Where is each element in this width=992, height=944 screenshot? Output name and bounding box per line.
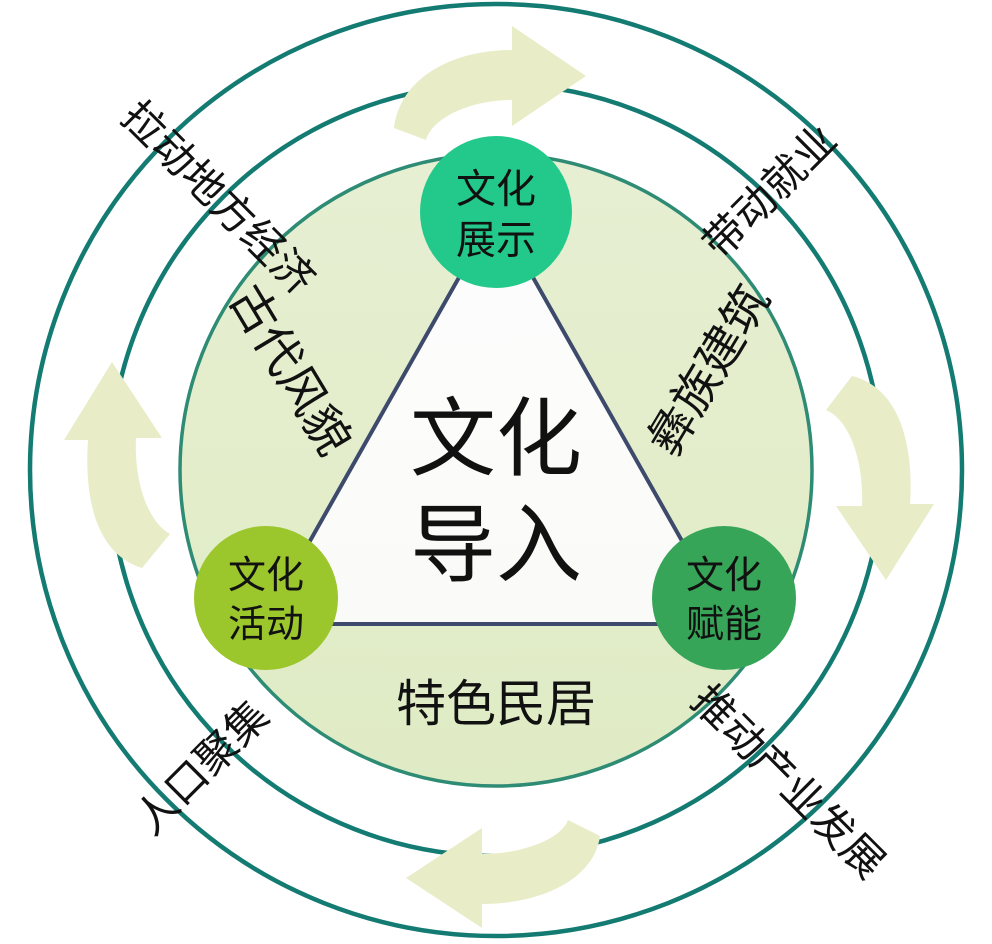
center-label-line2: 导入 bbox=[410, 498, 582, 594]
node-top[interactable]: 文化 展示 bbox=[420, 136, 572, 288]
node-right-label-line1: 文化 bbox=[686, 555, 762, 597]
node-right-circle[interactable] bbox=[652, 526, 796, 670]
ring-label-bottom-left-text: 人口聚集 bbox=[126, 692, 278, 844]
outer-ring bbox=[27, 1, 965, 939]
core-triangle bbox=[259, 207, 733, 626]
node-top-label-line1: 文化 bbox=[456, 168, 536, 212]
center-label: 文化 导入 bbox=[410, 392, 582, 594]
ring-label-bottom-right-text: 推动产业发展 bbox=[683, 676, 894, 887]
node-right-label-line2: 赋能 bbox=[686, 604, 762, 646]
node-left-label-line1: 文化 bbox=[228, 555, 304, 597]
ring-label-top-right: 带动就业 bbox=[694, 116, 846, 268]
ring-label-bottom-right: 推动产业发展 bbox=[683, 676, 894, 887]
node-right[interactable]: 文化 赋能 bbox=[652, 526, 796, 670]
center-label-line1: 文化 bbox=[410, 392, 582, 488]
ring-label-bottom-left: 人口聚集 bbox=[126, 692, 278, 844]
arrow-right bbox=[826, 376, 934, 580]
arrow-top bbox=[394, 26, 586, 140]
arrow-bottom bbox=[406, 820, 600, 928]
node-top-circle[interactable] bbox=[420, 136, 572, 288]
node-top-label-line2: 展示 bbox=[456, 219, 536, 263]
node-left[interactable]: 文化 活动 bbox=[194, 526, 338, 670]
inner-label-bottom-text: 特色民居 bbox=[396, 676, 596, 732]
ring-label-top-left: 拉动地方经济 bbox=[113, 92, 324, 303]
inner-label-bottom: 特色民居 bbox=[396, 676, 596, 732]
node-left-circle[interactable] bbox=[194, 526, 338, 670]
arrow-left bbox=[64, 362, 170, 568]
node-left-label-line2: 活动 bbox=[228, 604, 304, 646]
ring-label-top-right-text: 带动就业 bbox=[694, 116, 846, 268]
ring-label-top-left-text: 拉动地方经济 bbox=[113, 92, 324, 303]
